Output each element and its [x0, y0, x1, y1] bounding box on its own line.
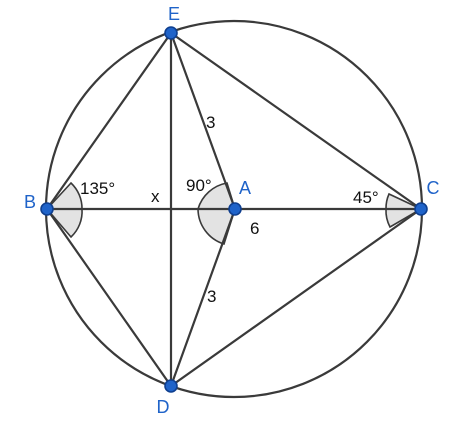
length-ad-label: 3	[207, 287, 216, 306]
segment-bd	[45, 207, 173, 388]
point-d[interactable]	[164, 379, 178, 393]
angle-b-label: 135°	[80, 179, 115, 198]
segment-ad	[169, 207, 237, 388]
length-ae-label: 3	[206, 113, 215, 132]
point-e[interactable]	[164, 26, 178, 40]
segment-cd	[169, 207, 423, 388]
label-c: C	[427, 178, 440, 198]
label-a: A	[239, 178, 251, 198]
angle-c-label: 45°	[353, 188, 379, 207]
point-c[interactable]	[414, 202, 428, 216]
segment-ec	[169, 31, 423, 211]
length-ac-label: 6	[250, 219, 259, 238]
segment-eb	[45, 31, 173, 211]
label-e: E	[168, 4, 180, 24]
label-b: B	[24, 192, 36, 212]
segment-ea	[169, 31, 237, 211]
point-b[interactable]	[40, 202, 54, 216]
point-a[interactable]	[228, 202, 242, 216]
label-d: D	[157, 397, 170, 417]
angle-a-label: 90°	[186, 176, 212, 195]
length-x-label: x	[151, 187, 160, 206]
